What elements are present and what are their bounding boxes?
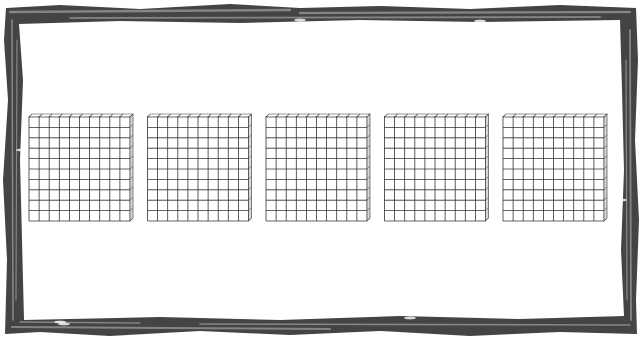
flat-top-tick [266, 114, 269, 117]
flat-top-tick [594, 114, 597, 117]
flat-top-tick [435, 114, 438, 117]
frame-brush-streak [12, 20, 13, 320]
flat-top-tick [425, 114, 428, 117]
hundred-flat-5 [503, 114, 607, 221]
flat-top-tick [317, 114, 320, 117]
frame-brush-streak [300, 12, 630, 13]
hundred-flats-row [29, 114, 607, 221]
flat-top-tick [554, 114, 557, 117]
flat-top-tick [158, 114, 161, 117]
flat-top-tick [59, 114, 62, 117]
frame-fleck [615, 199, 627, 202]
flat-top-tick [228, 114, 231, 117]
flat-top-tick [523, 114, 526, 117]
flat-top-tick [39, 114, 42, 117]
flat-top-tick [445, 114, 448, 117]
flat-top-tick [168, 114, 171, 117]
flat-top-tick [465, 114, 468, 117]
flat-top-tick [198, 114, 201, 117]
flat-top-tick [148, 114, 151, 117]
frame-fleck [404, 317, 416, 320]
flat-top-tick [475, 114, 478, 117]
flat-top-tick [455, 114, 458, 117]
flat-top-tick [208, 114, 211, 117]
flat-top-tick [543, 114, 546, 117]
flat-top-tick [218, 114, 221, 117]
hundred-flat-4 [385, 114, 489, 221]
flat-top-tick [415, 114, 418, 117]
flat-top-tick [385, 114, 388, 117]
flat-top-tick [584, 114, 587, 117]
hundred-flat-3 [266, 114, 370, 221]
hundred-flat-2 [148, 114, 252, 221]
frame-brush-streak [20, 322, 140, 323]
flat-top-tick [69, 114, 72, 117]
flat-top-tick [238, 114, 241, 117]
flat-top-tick [29, 114, 32, 117]
frame-brush-streak [70, 17, 600, 18]
flat-top-tick [337, 114, 340, 117]
frame-fleck [16, 149, 28, 152]
flat-top-tick [100, 114, 103, 117]
flat-top-tick [513, 114, 516, 117]
frame-fleck [474, 20, 486, 23]
flat-top-tick [503, 114, 506, 117]
flat-top-tick [188, 114, 191, 117]
hundred-flat-1 [29, 114, 133, 221]
flat-top-tick [110, 114, 113, 117]
flat-top-tick [405, 114, 408, 117]
flat-top-tick [286, 114, 289, 117]
flat-top-tick [178, 114, 181, 117]
flat-top-tick [533, 114, 536, 117]
flat-top-tick [306, 114, 309, 117]
flat-top-tick [357, 114, 360, 117]
flat-top-tick [276, 114, 279, 117]
frame-brush-streak [200, 324, 630, 325]
flat-top-tick [347, 114, 350, 117]
flat-top-tick [327, 114, 330, 117]
frame-fleck [294, 19, 306, 22]
frame-fleck [58, 323, 70, 326]
flat-top-tick [564, 114, 567, 117]
flat-top-tick [296, 114, 299, 117]
flat-top-tick [80, 114, 83, 117]
flat-top-tick [49, 114, 52, 117]
flat-top-tick [574, 114, 577, 117]
flat-top-tick [395, 114, 398, 117]
frame-brush-streak [630, 30, 631, 320]
flat-top-tick [120, 114, 123, 117]
flat-top-tick [90, 114, 93, 117]
